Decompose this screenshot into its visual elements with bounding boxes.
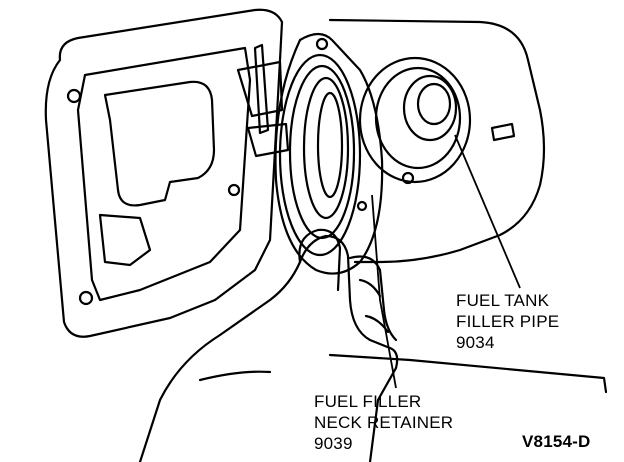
hinge-bracket-lower xyxy=(246,122,290,158)
body-panel xyxy=(328,18,546,264)
leader-tank-filler-pipe xyxy=(454,134,521,289)
neck-retainer-ring-core xyxy=(316,91,344,199)
thumb xyxy=(298,228,342,292)
callout-retainer-line1: FUEL FILLER xyxy=(314,392,422,411)
hinge-bracket xyxy=(236,60,284,118)
body-screw xyxy=(401,171,415,185)
body-stud xyxy=(490,122,516,142)
retainer-tab-hole-side xyxy=(356,200,368,212)
callout-tank-line1: FUEL TANK xyxy=(456,291,550,310)
neck-retainer-ring-outer xyxy=(278,53,362,257)
hinge-arm xyxy=(253,43,270,135)
callout-fuel-tank-filler-pipe: FUEL TANK FILLER PIPE 9034 xyxy=(456,290,559,353)
door-screw-right xyxy=(227,183,241,197)
door-recess-lower xyxy=(98,213,152,267)
finger-crease-1 xyxy=(358,278,382,298)
callout-retainer-part-number: 9039 xyxy=(314,434,353,453)
neck-retainer-ring-mid xyxy=(288,64,356,240)
filler-pipe-inner xyxy=(416,82,452,126)
filler-door xyxy=(44,8,284,338)
body-panel-lower-edge xyxy=(328,353,608,394)
filler-pipe-opening xyxy=(358,56,472,184)
filler-pipe-neck xyxy=(402,74,458,142)
callout-tank-part-number: 9034 xyxy=(456,333,495,352)
filler-door-inner xyxy=(76,46,252,302)
callout-fuel-filler-neck-retainer: FUEL FILLER NECK RETAINER 9039 xyxy=(314,391,453,454)
neck-retainer-ring-inner xyxy=(302,76,350,220)
leader-neck-retainer xyxy=(371,194,397,389)
figure-id: V8154-D xyxy=(522,432,591,451)
retainer-tab-hole-top xyxy=(315,37,329,51)
callout-tank-line2: FILLER PIPE xyxy=(456,312,560,331)
hand xyxy=(138,234,399,462)
callout-retainer-line2: NECK RETAINER xyxy=(314,413,454,432)
door-screw-bottom-left xyxy=(78,290,94,306)
door-recess xyxy=(103,80,216,207)
wrist-line xyxy=(198,370,272,382)
door-screw-top-left xyxy=(66,88,82,104)
fingers xyxy=(348,255,398,342)
neck-retainer-flange xyxy=(274,32,384,275)
